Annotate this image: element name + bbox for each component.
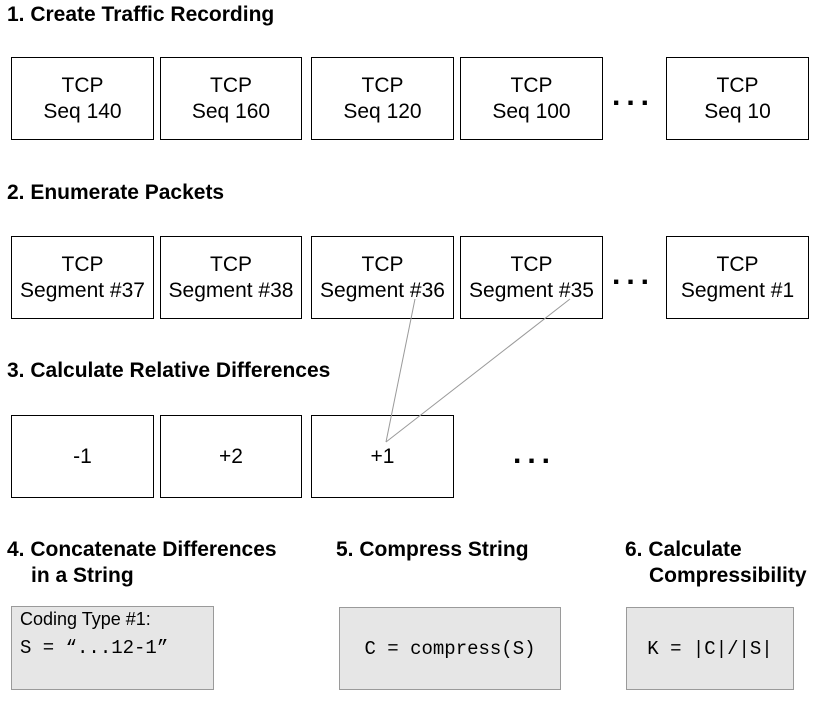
concat-formula: S = “...12-1” bbox=[20, 637, 169, 659]
step6-heading-line2: Compressibility bbox=[649, 564, 807, 587]
recording-packet-box: TCP Seq 100 bbox=[460, 57, 603, 140]
compress-box: C = compress(S) bbox=[339, 607, 561, 690]
packet-segment-label: Segment #37 bbox=[20, 278, 145, 302]
packet-seq-label: Seq 100 bbox=[492, 99, 571, 123]
difference-value: +2 bbox=[219, 444, 243, 468]
step3-heading: 3. Calculate Relative Differences bbox=[7, 359, 331, 382]
enumerated-packet-box: TCP Segment #37 bbox=[11, 236, 154, 319]
enumerated-packet-box: TCP Segment #38 bbox=[160, 236, 302, 319]
recording-packet-box: TCP Seq 160 bbox=[160, 57, 302, 140]
enumerated-packet-box: TCP Segment #35 bbox=[460, 236, 603, 319]
recording-packet-box: TCP Seq 120 bbox=[311, 57, 454, 140]
step4-heading: 4. Concatenate Differences in a String bbox=[7, 537, 277, 589]
packet-protocol-label: TCP bbox=[510, 252, 553, 276]
difference-box: -1 bbox=[11, 415, 154, 498]
packet-seq-label: Seq 160 bbox=[191, 99, 271, 123]
packet-protocol-label: TCP bbox=[716, 252, 759, 276]
ellipsis: ... bbox=[612, 79, 656, 112]
packet-seq-label: Seq 10 bbox=[704, 99, 771, 123]
step5-heading: 5. Compress String bbox=[336, 538, 529, 561]
connector-line bbox=[385, 298, 416, 443]
concat-string-box: Coding Type #1: S = “...12-1” bbox=[11, 606, 214, 690]
packet-protocol-label: TCP bbox=[510, 73, 553, 97]
step2-heading: 2. Enumerate Packets bbox=[7, 181, 225, 204]
difference-value: +1 bbox=[370, 444, 395, 468]
compressibility-formula: K = |C|/|S| bbox=[647, 637, 773, 660]
packet-protocol-label: TCP bbox=[716, 73, 759, 97]
step6-heading: 6. Calculate Compressibility bbox=[625, 537, 807, 589]
ellipsis: ... bbox=[513, 437, 557, 470]
packet-protocol-label: TCP bbox=[210, 252, 252, 276]
connector-line bbox=[385, 298, 571, 443]
step1-heading: 1. Create Traffic Recording bbox=[7, 3, 275, 26]
packet-seq-label: Seq 140 bbox=[43, 99, 122, 123]
compress-formula: C = compress(S) bbox=[364, 637, 536, 660]
recording-packet-box: TCP Seq 10 bbox=[666, 57, 809, 140]
difference-box: +1 bbox=[311, 415, 454, 498]
recording-packet-box: TCP Seq 140 bbox=[11, 57, 154, 140]
step6-heading-line1: 6. Calculate bbox=[625, 538, 742, 561]
step4-heading-line2: in a String bbox=[31, 564, 134, 587]
difference-value: -1 bbox=[73, 444, 92, 468]
packet-protocol-label: TCP bbox=[210, 73, 252, 97]
ellipsis: ... bbox=[612, 258, 656, 291]
packet-segment-label: Segment #1 bbox=[680, 278, 795, 302]
enumerated-packet-box: TCP Segment #36 bbox=[311, 236, 454, 319]
coding-type-caption: Coding Type #1: bbox=[20, 609, 151, 629]
difference-box: +2 bbox=[160, 415, 302, 498]
packet-protocol-label: TCP bbox=[61, 252, 104, 276]
packet-protocol-label: TCP bbox=[61, 73, 104, 97]
packet-protocol-label: TCP bbox=[361, 252, 404, 276]
enumerated-packet-box: TCP Segment #1 bbox=[666, 236, 809, 319]
step4-heading-line1: 4. Concatenate Differences bbox=[7, 538, 277, 561]
packet-protocol-label: TCP bbox=[361, 73, 404, 97]
packet-segment-label: Segment #35 bbox=[469, 278, 594, 302]
packet-segment-label: Segment #38 bbox=[168, 278, 294, 302]
packet-seq-label: Seq 120 bbox=[343, 99, 422, 123]
compressibility-box: K = |C|/|S| bbox=[626, 607, 794, 690]
packet-segment-label: Segment #36 bbox=[320, 278, 445, 302]
